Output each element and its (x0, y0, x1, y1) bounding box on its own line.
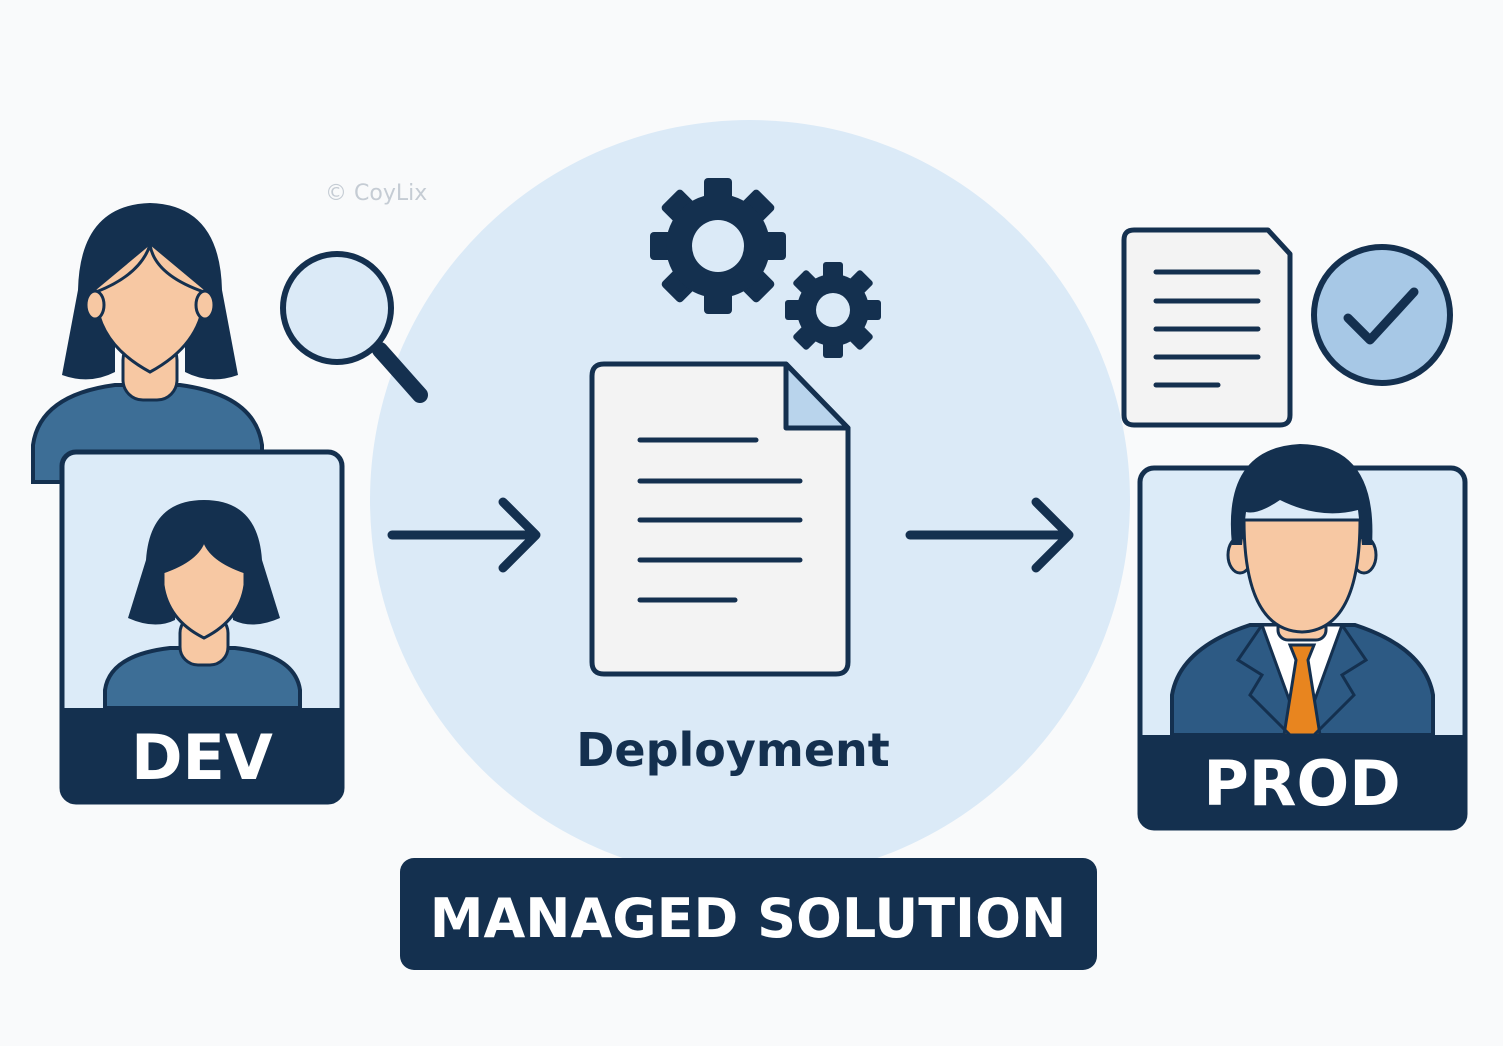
checkmark-icon (1311, 244, 1453, 386)
prod-document-icon (1121, 227, 1293, 428)
managed-solution-label: MANAGED SOLUTION (430, 887, 1067, 950)
front-woman-avatar (103, 500, 302, 710)
dev-group: DEV (31, 203, 428, 805)
dev-card: DEV (59, 449, 345, 805)
dev-label: DEV (131, 721, 273, 794)
businessman-avatar (1170, 444, 1435, 740)
arrow-dev-to-deployment (387, 497, 541, 573)
managed-solution-banner: MANAGED SOLUTION (400, 858, 1097, 970)
deployment-label: Deployment (576, 723, 890, 777)
deployment-document-icon (589, 361, 851, 677)
prod-card: PROD (1137, 444, 1468, 831)
watermark: © CoyLix (325, 181, 427, 206)
prod-label: PROD (1203, 747, 1400, 820)
magnifier-icon (280, 251, 428, 403)
arrow-deployment-to-prod (905, 497, 1074, 573)
gears-icon (650, 178, 881, 358)
back-woman-avatar (31, 203, 264, 484)
